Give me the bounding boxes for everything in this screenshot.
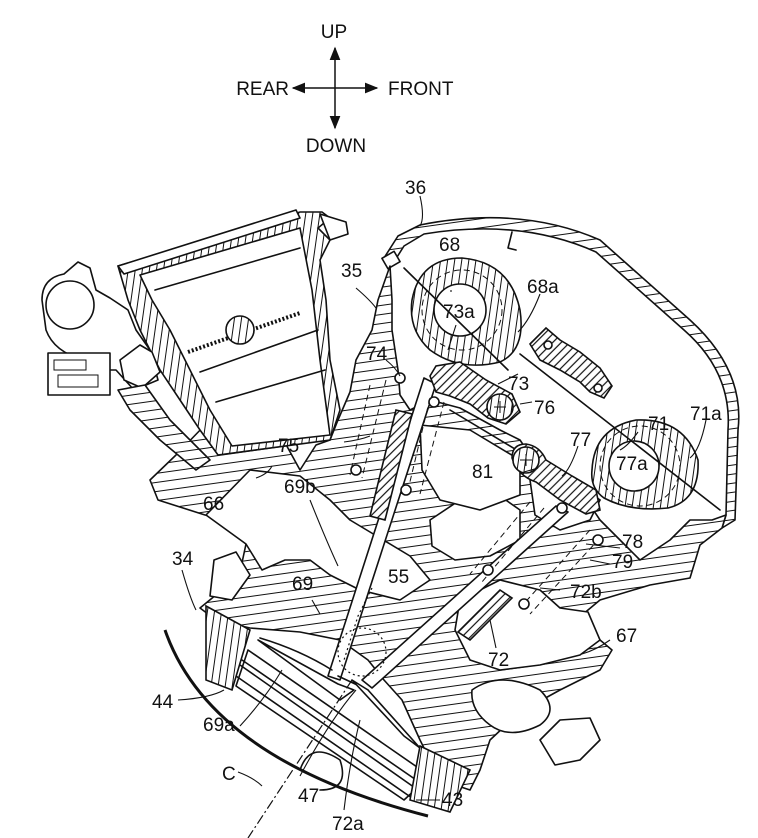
label-front: FRONT [388,79,454,100]
label-36: 36 [405,178,426,199]
label-up: UP [321,22,347,43]
exhaust-rocker-arm [511,443,601,515]
label-67: 67 [616,626,637,647]
label-74: 74 [366,344,388,365]
intake-camshaft [410,257,522,366]
leader-lines [177,195,707,811]
exhaust-valve [351,501,604,749]
cam-chain-guide [528,326,613,399]
label-77a: 77a [616,454,648,475]
cylinder-bore [205,604,472,813]
label-47: 47 [298,786,319,807]
label-34: 34 [172,549,194,570]
label-73: 73 [508,374,529,395]
label-76: 76 [534,398,555,419]
label-73a: 73a [443,302,475,323]
label-68: 68 [439,235,460,256]
label-43: 43 [442,790,463,811]
label-81: 81 [472,462,493,483]
label-71: 71 [648,414,669,435]
intake-valve [257,372,445,701]
cylinder-axis-line [247,679,353,838]
label-C: C [222,764,236,785]
label-66: 66 [203,494,224,515]
label-69a: 69a [203,715,235,736]
label-79: 79 [612,552,633,573]
throttle-body [41,209,349,471]
label-55: 55 [388,567,409,588]
label-71a: 71a [690,404,722,425]
label-35: 35 [341,261,362,282]
reference-labels: 36 35 68 68a 73a 74 73 76 75 71 71a 77 7… [152,178,722,835]
intake-rocker-arm [429,361,521,425]
label-72b: 72b [570,582,602,603]
label-rear: REAR [236,79,289,100]
label-75: 75 [278,436,299,457]
label-69: 69 [292,574,313,595]
label-68a: 68a [527,277,559,298]
label-72: 72 [488,650,509,671]
orientation-compass: UP DOWN REAR FRONT [236,22,454,157]
spark-plug-tip-outline [337,627,387,677]
label-44: 44 [152,692,174,713]
label-72a: 72a [332,814,364,835]
label-77: 77 [570,430,591,451]
label-69b: 69b [284,477,316,498]
cylinder-arc [163,629,429,818]
label-78: 78 [622,532,643,553]
exhaust-camshaft [590,419,699,510]
label-down: DOWN [306,136,366,157]
spark-plug-outline [343,587,373,661]
